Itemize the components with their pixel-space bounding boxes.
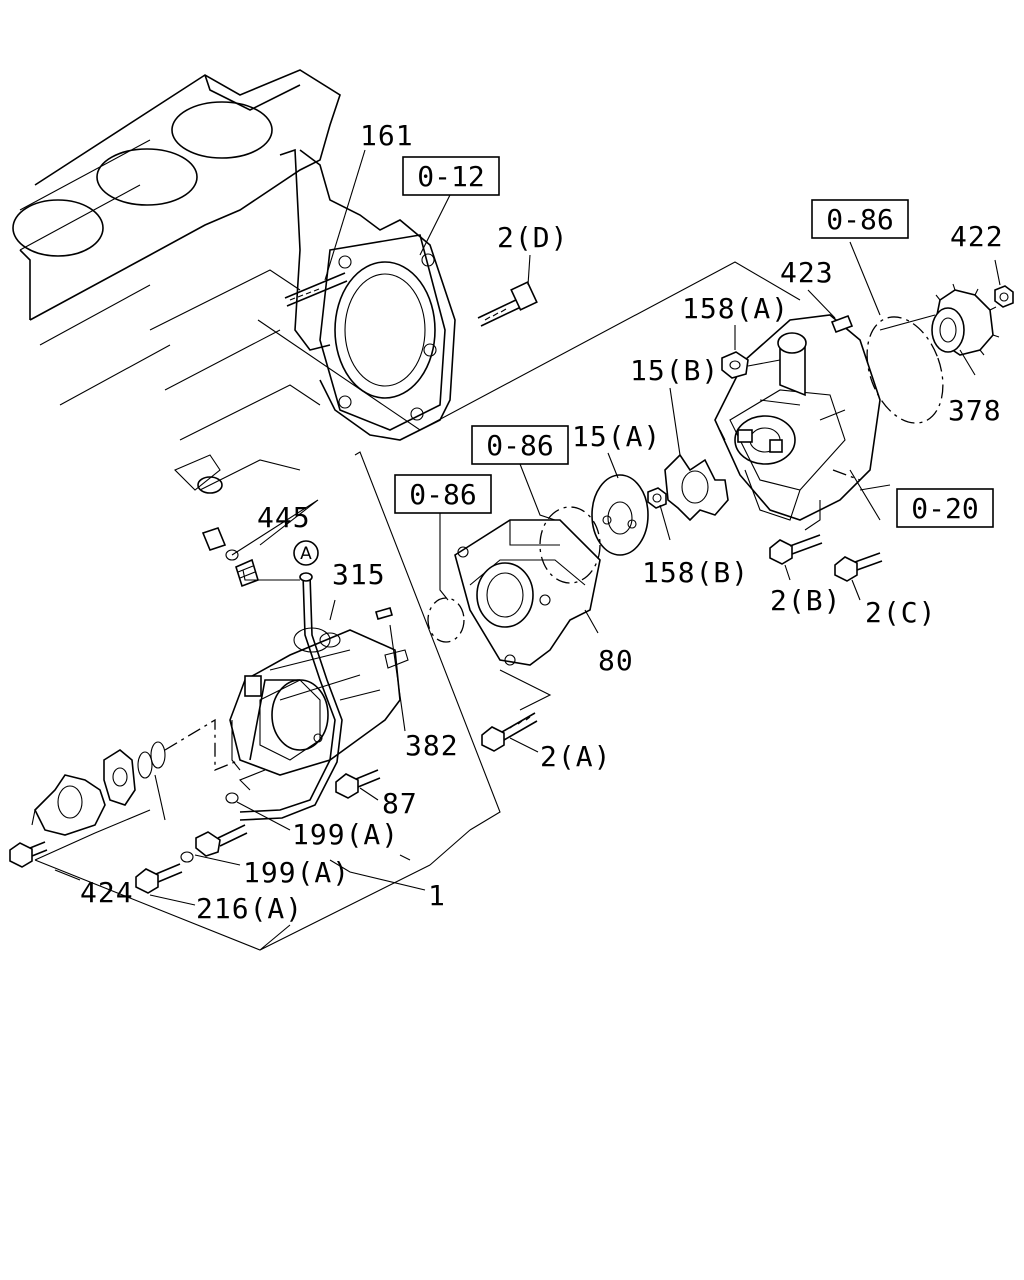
nut-158a xyxy=(721,351,781,379)
ref-box-pump: 0-20 xyxy=(896,488,994,528)
bolt-2b xyxy=(769,534,823,565)
callout-2b: 2(B) xyxy=(770,584,841,617)
pump-assembly-bracket xyxy=(34,451,501,951)
callout-2c: 2(C) xyxy=(865,596,936,629)
sensor-424 xyxy=(31,741,166,836)
callout-445: 445 xyxy=(257,501,311,534)
nut-158b xyxy=(647,487,667,509)
drive-plate-15a xyxy=(591,474,649,556)
alignment-line xyxy=(164,718,241,771)
ref-box-pump-label: 0-20 xyxy=(911,492,978,525)
callout-1: 1 xyxy=(428,879,446,912)
callout-15a: 15(A) xyxy=(572,420,661,453)
ref-box-ring-left-label: 0-86 xyxy=(409,478,476,511)
callout-15b: 15(B) xyxy=(630,354,719,387)
ref-box-ring-top-label: 0-86 xyxy=(826,203,893,236)
engine-block xyxy=(12,69,456,494)
callout-199a-2: 199(A) xyxy=(243,856,350,889)
bolt-2c xyxy=(834,552,883,582)
washer-199a xyxy=(180,792,239,863)
callout-315: 315 xyxy=(332,558,386,591)
bolt-87 xyxy=(335,769,381,799)
key-423 xyxy=(830,314,854,334)
adapter-housing-80 xyxy=(454,519,601,666)
circle-tag-label: A xyxy=(300,544,312,564)
nut-422 xyxy=(994,285,1014,308)
pump-bolt-leader xyxy=(804,469,891,531)
bolt-216a xyxy=(135,863,183,894)
block-section-outline xyxy=(257,261,801,431)
callout-158a: 158(A) xyxy=(682,292,789,325)
bolt-2a xyxy=(481,712,538,752)
callout-2d: 2(D) xyxy=(497,221,568,254)
leader-lines xyxy=(54,149,1001,906)
ref-box-ring-mid-label: 0-86 xyxy=(486,429,553,462)
callout-199a-1: 199(A) xyxy=(292,818,399,851)
ref-box-block: 0-12 xyxy=(402,156,500,196)
callout-80: 80 xyxy=(598,644,634,677)
bolt-424 xyxy=(9,841,48,868)
connector-445 xyxy=(201,527,259,588)
callout-424: 424 xyxy=(80,876,134,909)
ref-box-block-label: 0-12 xyxy=(417,160,484,193)
callout-87: 87 xyxy=(382,787,418,820)
callout-158b: 158(B) xyxy=(642,556,749,589)
key-382 xyxy=(375,607,393,620)
vacuum-pump xyxy=(714,314,881,521)
injection-pump xyxy=(229,599,409,791)
o-ring-top xyxy=(866,316,944,424)
fuel-pipe-315 xyxy=(239,572,343,821)
callout-423: 423 xyxy=(780,256,834,289)
ref-box-ring-top: 0-86 xyxy=(811,199,909,239)
callout-378: 378 xyxy=(948,394,1002,427)
ref-box-ring-left: 0-86 xyxy=(394,474,492,514)
o-ring-left xyxy=(427,597,465,643)
bolt-2d xyxy=(477,281,538,327)
o-ring-mid xyxy=(539,506,601,584)
circle-tag-a: A xyxy=(293,540,319,566)
stud-161 xyxy=(284,272,348,307)
housing-section-outline xyxy=(499,669,552,711)
callout-382: 382 xyxy=(405,729,459,762)
coupling-15b xyxy=(664,453,729,522)
ref-box-ring-mid: 0-86 xyxy=(471,425,569,465)
callout-2a: 2(A) xyxy=(540,740,611,773)
callout-161: 161 xyxy=(360,119,414,152)
gear-378 xyxy=(931,283,1000,356)
callout-422: 422 xyxy=(950,220,1004,253)
banjo-nut xyxy=(195,824,248,857)
callout-216a: 216(A) xyxy=(196,892,303,925)
